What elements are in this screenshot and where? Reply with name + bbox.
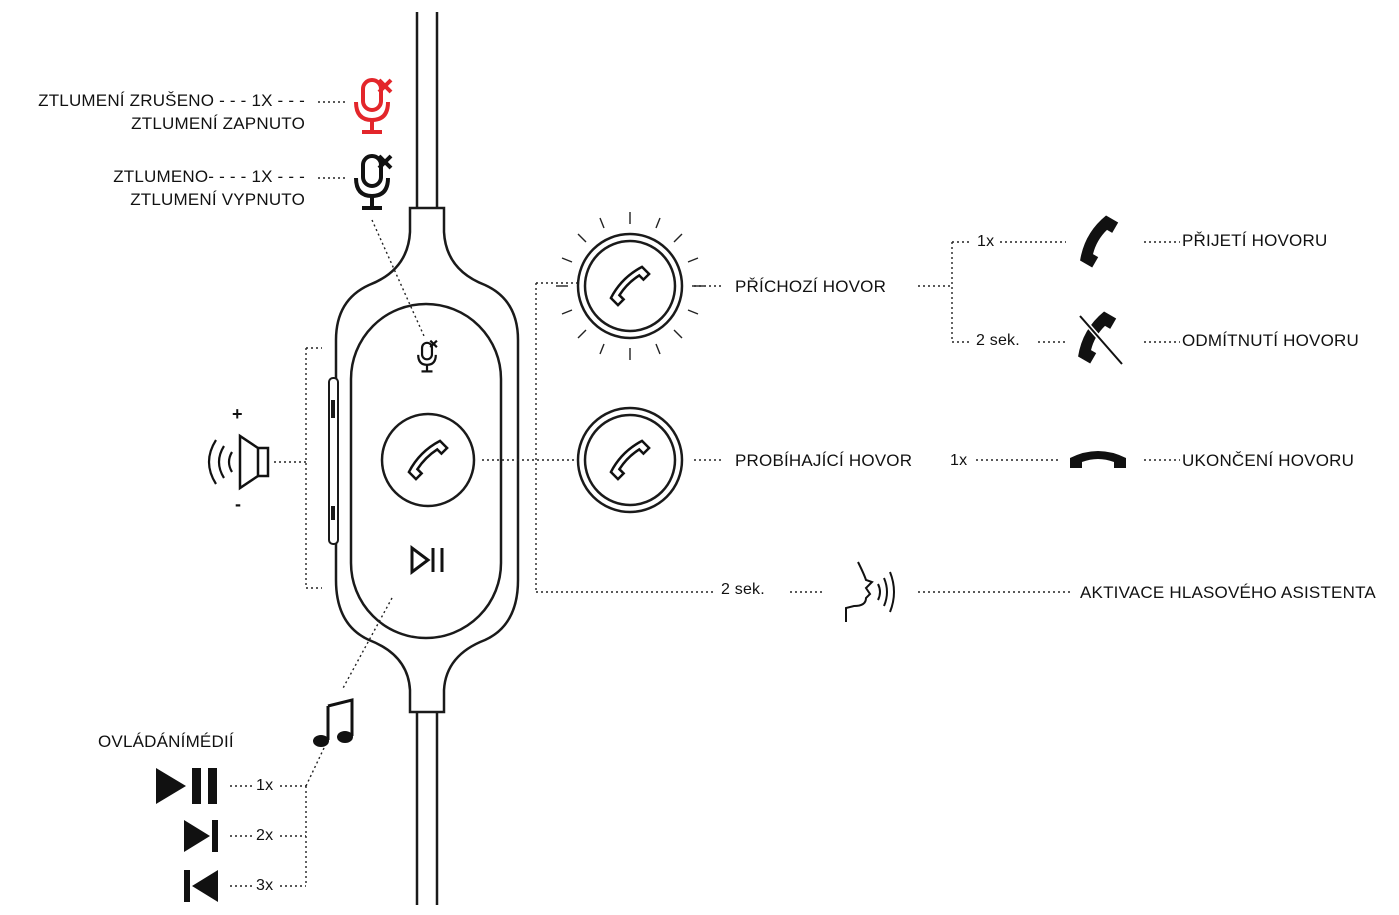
- incoming-phone-icon: [609, 265, 651, 307]
- next-press-label: 2x: [256, 827, 274, 844]
- remote-play-pause-icon[interactable]: [410, 545, 444, 575]
- mic-unmuted-icon: [354, 78, 393, 134]
- reject-call-label: ODMÍTNUTÍ HOVORU: [1182, 331, 1359, 350]
- media-play-pause-icon: [156, 768, 217, 804]
- answer-call-label: PŘIJETÍ HOVORU: [1182, 231, 1328, 250]
- media-next-track-icon: [184, 820, 218, 852]
- reject-press-label: 2 sek.: [976, 332, 1020, 349]
- cable: [415, 12, 439, 905]
- incoming-call-button: [556, 212, 704, 360]
- inline-remote: [328, 206, 520, 714]
- remote-call-button[interactable]: [380, 412, 476, 508]
- reject-call-icon: [1078, 311, 1124, 366]
- volume-down-label: -: [235, 494, 242, 514]
- media-previous-track-icon: [184, 870, 218, 902]
- end-call-label: UKONČENÍ HOVORU: [1182, 451, 1355, 470]
- previous-press-label: 3x: [256, 877, 274, 894]
- mute-unmuted-label-1: ZTLUMENÍ ZRUŠENO - - - 1X - - -: [38, 91, 305, 110]
- media-controls-title: OVLÁDÁNÍMÉDIÍ: [98, 732, 234, 751]
- voice-assistant-press-label: 2 sek.: [721, 581, 765, 598]
- voice-assistant-label: AKTIVACE HLASOVÉHO ASISTENTA: [1080, 583, 1376, 602]
- mute-muted-label-1: ZTLUMENO- - - - 1X - - -: [113, 167, 305, 186]
- leader-lines: [230, 101, 1180, 887]
- incoming-call-label: PŘÍCHOZÍ HOVOR: [735, 277, 887, 296]
- remote-mute-icon[interactable]: [417, 339, 438, 373]
- play-pause-press-label: 1x: [256, 777, 274, 794]
- remote-phone-icon: [407, 439, 449, 481]
- ongoing-call-label: PROBÍHAJÍCÍ HOVOR: [735, 451, 913, 470]
- end-call-press-label: 1x: [950, 452, 968, 469]
- end-call-icon: [1070, 451, 1126, 468]
- mic-muted-icon: [354, 154, 393, 210]
- music-note-icon: [313, 698, 354, 747]
- ring-rays: [556, 212, 704, 360]
- speaker-volume-icon: [207, 433, 270, 491]
- voice-assistant-icon: [845, 561, 895, 622]
- mute-unmuted-label-2: ZTLUMENÍ ZAPNUTO: [131, 114, 305, 133]
- volume-up-label: +: [232, 404, 243, 424]
- ongoing-call-button: [576, 406, 684, 514]
- mute-muted-label-2: ZTLUMENÍ VYPNUTO: [130, 190, 305, 209]
- answer-press-label: 1x: [977, 233, 995, 250]
- ongoing-phone-icon: [609, 439, 651, 481]
- answer-call-icon: [1080, 215, 1119, 268]
